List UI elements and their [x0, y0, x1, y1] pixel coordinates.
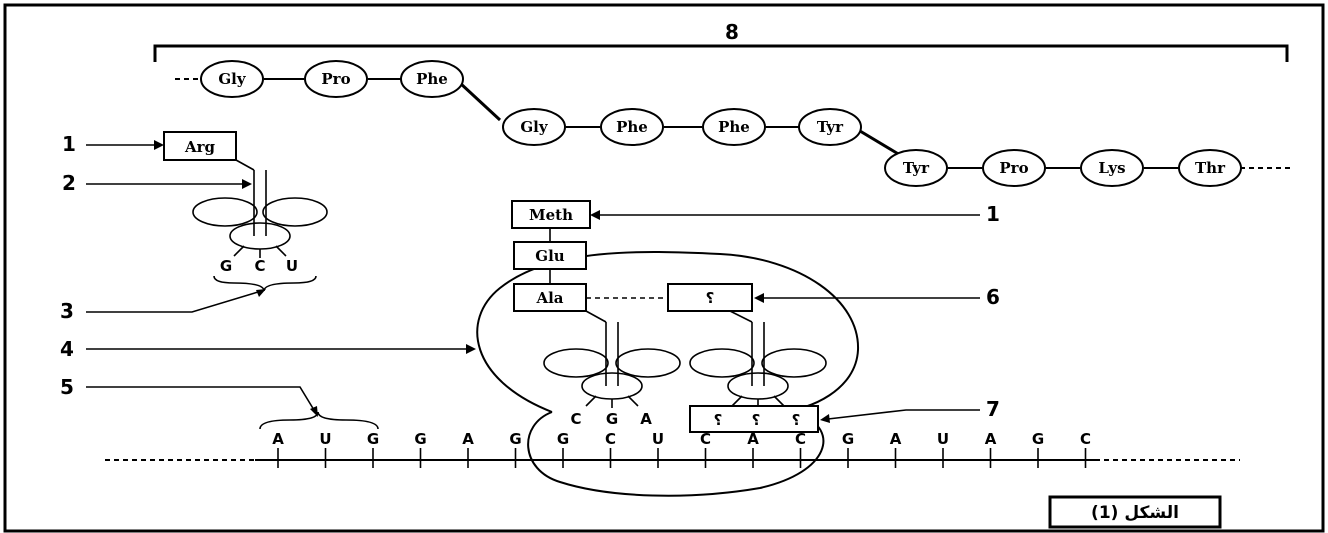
a-site-trna: ؟ ؟ ؟ ؟ [667, 283, 827, 433]
svg-text:؟: ؟ [752, 411, 761, 429]
mrna-base: G [414, 430, 426, 448]
svg-text:U: U [286, 257, 298, 275]
mrna-base: A [462, 430, 474, 448]
label-4: 4 [60, 337, 74, 361]
label-1-second: 1 [986, 202, 1000, 226]
p-site-trna: C G A [543, 310, 681, 428]
svg-text:Pro: Pro [321, 70, 350, 88]
label-8: 8 [725, 20, 739, 44]
svg-text:Gly: Gly [520, 118, 549, 136]
growing-peptide: Meth Glu Ala [511, 200, 668, 312]
svg-text:Lys: Lys [1098, 159, 1125, 177]
amino-acid-lys: Lys [1080, 149, 1144, 187]
mrna-base: G [367, 430, 379, 448]
svg-text:Thr: Thr [1195, 159, 1226, 177]
mrna-base: U [652, 430, 664, 448]
amino-acid-tyr: Tyr [798, 108, 862, 146]
mrna-base: A [985, 430, 997, 448]
svg-text:؟: ؟ [714, 411, 723, 429]
mrna-base: G [842, 430, 854, 448]
amino-acid-pro: Pro [304, 60, 368, 98]
amino-acid-gly: Gly [502, 108, 566, 146]
mrna-base: A [272, 430, 284, 448]
svg-text:Pro: Pro [999, 159, 1028, 177]
label-3: 3 [60, 299, 74, 323]
mrna-base: C [1080, 430, 1091, 448]
mrna-base: A [747, 430, 759, 448]
label-arrows: 1 2 3 4 5 1 6 7 [60, 132, 1000, 423]
amino-acid-phe: Phe [600, 108, 664, 146]
mrna-base: U [319, 430, 331, 448]
unknown-amino-acid: ؟ [706, 289, 715, 307]
svg-text:Ala: Ala [535, 289, 563, 307]
svg-text:C: C [570, 410, 581, 428]
svg-text:G: G [220, 257, 232, 275]
free-trna: Arg G C U [163, 131, 328, 292]
amino-acid-glu: Glu [513, 241, 587, 270]
svg-text:Phe: Phe [416, 70, 448, 88]
label-1: 1 [62, 132, 76, 156]
svg-text:؟: ؟ [792, 411, 801, 429]
mrna-base: C [795, 430, 806, 448]
svg-text:G: G [606, 410, 618, 428]
amino-acid-meth: Meth [511, 200, 591, 229]
svg-text:Tyr: Tyr [817, 118, 844, 136]
amino-acid-phe: Phe [400, 60, 464, 98]
mrna-base: C [700, 430, 711, 448]
mrna-base: G [509, 430, 521, 448]
label-7: 7 [986, 397, 1000, 421]
label-6: 6 [986, 285, 1000, 309]
anticodon-brace [213, 275, 317, 292]
label-2: 2 [62, 171, 76, 195]
label-5: 5 [60, 375, 74, 399]
unknown-anticodon-box [689, 405, 819, 433]
svg-text:Phe: Phe [718, 118, 750, 136]
svg-text:Glu: Glu [535, 247, 565, 265]
svg-text:A: A [640, 410, 652, 428]
svg-text:Meth: Meth [529, 206, 573, 224]
svg-text:C: C [254, 257, 265, 275]
figure-caption: الشكل (1) [1048, 495, 1222, 529]
figure-frame [3, 3, 1325, 533]
ribosome [476, 251, 860, 497]
polypeptide-chain: Gly Pro Phe Gly Phe Phe Tyr Tyr [175, 60, 1290, 187]
polypeptide-bracket: 8 [153, 20, 1289, 62]
svg-text:Tyr: Tyr [903, 159, 930, 177]
mrna-base: A [890, 430, 902, 448]
mrna-base: G [1032, 430, 1044, 448]
start-codon-brace [259, 411, 379, 430]
svg-text:Gly: Gly [218, 70, 247, 88]
amino-acid-pro: Pro [982, 149, 1046, 187]
svg-text:Phe: Phe [616, 118, 648, 136]
mrna-base: U [937, 430, 949, 448]
amino-acid-tyr: Tyr [884, 149, 948, 187]
mrna-base: G [557, 430, 569, 448]
mrna-base: C [605, 430, 616, 448]
amino-acid-gly: Gly [200, 60, 264, 98]
figure-title: الشكل (1) [1091, 503, 1179, 523]
amino-acid-ala: Ala [513, 283, 587, 312]
trna-amino-acid-arg: Arg [184, 138, 216, 156]
amino-acid-phe: Phe [702, 108, 766, 146]
amino-acid-thr: Thr [1178, 149, 1242, 187]
